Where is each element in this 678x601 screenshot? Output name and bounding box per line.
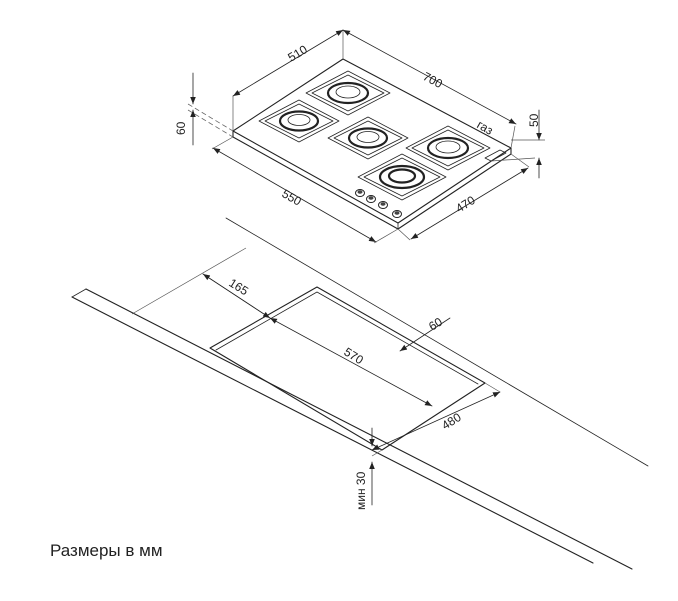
knob	[355, 189, 365, 197]
knob	[366, 195, 376, 203]
burner-front-wok	[357, 153, 447, 201]
dim-label-offset: 165	[226, 276, 251, 299]
dim-label-width: 700	[421, 69, 446, 91]
dim-line-cutout-width	[371, 391, 501, 451]
gas-label: газ	[475, 117, 496, 137]
knob	[392, 210, 402, 218]
countertop-back-edge	[225, 217, 649, 467]
dim-label-min-thickness: мин 30	[354, 471, 368, 510]
dim-line-depth	[232, 29, 344, 97]
countertop-illustration	[71, 217, 649, 570]
dim-line-edge	[399, 317, 451, 352]
countertop-front-underside	[85, 288, 633, 570]
hob-front-edge	[232, 130, 512, 230]
dim-label-cutout-length: 570	[341, 345, 366, 368]
dim-label-cutout-width-ct: 480	[439, 410, 464, 433]
dim-line-cutout-length	[269, 317, 433, 407]
dim-label-cutout-depth: 550	[280, 186, 305, 208]
dim-line-cutout-width	[410, 167, 529, 240]
hob-illustration	[232, 58, 536, 230]
dim-line-cutout-depth	[212, 147, 377, 243]
dim-label-depth: 510	[285, 42, 310, 64]
dim-line-width	[342, 29, 517, 125]
countertop-front-edge	[71, 296, 594, 564]
burner-center	[327, 116, 409, 160]
knob	[378, 201, 388, 209]
dim-line-offset	[202, 273, 271, 319]
dim-label-height: 60	[174, 121, 188, 135]
caption: Размеры в мм	[50, 541, 163, 560]
dim-label-gas-height: 50	[527, 113, 541, 127]
gas-connection	[484, 149, 536, 162]
dim-label-cutout-width: 470	[453, 193, 478, 216]
burner-right	[405, 125, 491, 171]
dim-label-edge: 60	[426, 314, 445, 333]
burner-left	[258, 99, 340, 143]
